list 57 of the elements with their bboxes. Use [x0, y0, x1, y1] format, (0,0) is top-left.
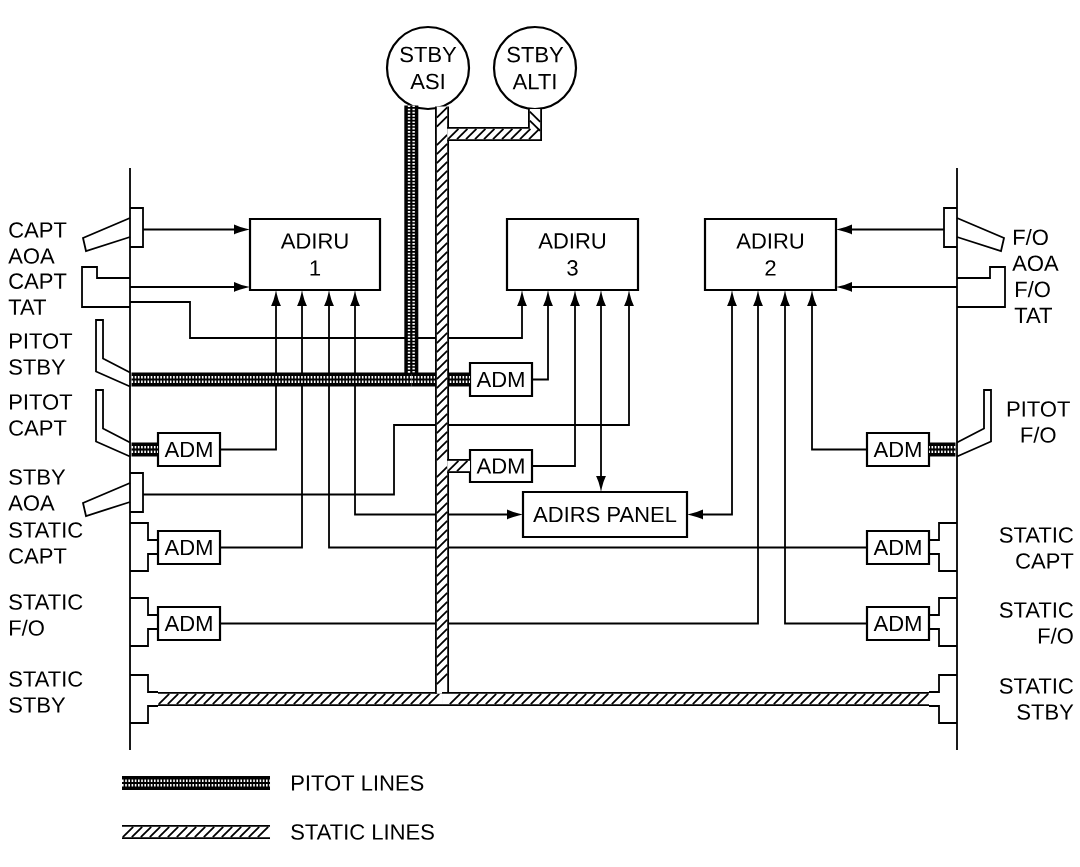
pitot-line — [929, 442, 956, 457]
sensor-label: F/O AOA — [1012, 228, 1059, 272]
static-line — [435, 465, 450, 694]
static-line — [435, 106, 450, 134]
arrow — [780, 293, 868, 625]
pitot-probe — [95, 319, 131, 388]
arrow — [219, 293, 307, 549]
arrow — [531, 293, 553, 381]
module-box: ADM — [865, 529, 931, 566]
tat-probe — [956, 266, 1006, 308]
module-box: ADM — [156, 431, 222, 468]
static-port — [129, 597, 159, 647]
arrow — [129, 282, 247, 292]
static-port — [928, 674, 958, 724]
static-port — [129, 522, 159, 572]
sensor-label: STBY AOA — [8, 469, 66, 511]
sensor-label: STATIC CAPT — [9, 522, 83, 564]
sensor-label: STATIC STBY — [9, 671, 83, 713]
static-port — [129, 674, 159, 724]
sensor-label: STATIC F/O — [999, 602, 1073, 644]
pitot-probe — [95, 389, 131, 458]
static-port — [928, 522, 958, 572]
sensor-label: PITOT CAPT — [9, 394, 73, 436]
static-line — [442, 692, 930, 706]
sensor-label: STATIC STBY — [999, 678, 1074, 720]
legend-label: PITOT LINES — [292, 775, 424, 791]
sensor-label: CAPT TAT — [8, 273, 67, 315]
arrow — [531, 293, 580, 467]
sensor-label: STATIC F/O — [9, 594, 83, 636]
sensor-label: CAPT AOA — [8, 222, 67, 264]
unit-box: ADIRU 3 — [505, 217, 640, 292]
arrow — [839, 282, 958, 292]
pitot-probe — [956, 389, 992, 458]
sensor-label: F/O TAT — [1014, 281, 1052, 323]
module-box: ADM — [865, 605, 931, 642]
module-box: ADM — [865, 431, 931, 468]
sensor-label: PITOT STBY — [9, 333, 73, 375]
unit-box: ADIRU 2 — [703, 217, 838, 292]
static-line — [157, 692, 443, 706]
module-box: ADM — [156, 605, 222, 642]
pitot-line — [131, 372, 412, 387]
sensor-label: STATIC CAPT — [999, 527, 1074, 569]
arrow — [219, 293, 281, 451]
aoa-vane — [81, 207, 144, 253]
arrow — [807, 293, 868, 451]
aoa-vane — [81, 472, 144, 518]
legend-label: STATIC LINES — [291, 824, 434, 840]
double-arrow — [596, 293, 606, 489]
static-port — [928, 597, 958, 647]
aoa-vane — [943, 207, 1006, 253]
tat-probe — [81, 266, 131, 308]
static-line — [447, 109, 542, 141]
module-box: ADM — [156, 529, 222, 566]
unit-box: ADIRU 1 — [248, 217, 382, 292]
pitot-line — [131, 442, 158, 457]
sensor-label: PITOT F/O — [1007, 401, 1070, 443]
panel-box: ADIRS PANEL — [521, 490, 689, 539]
